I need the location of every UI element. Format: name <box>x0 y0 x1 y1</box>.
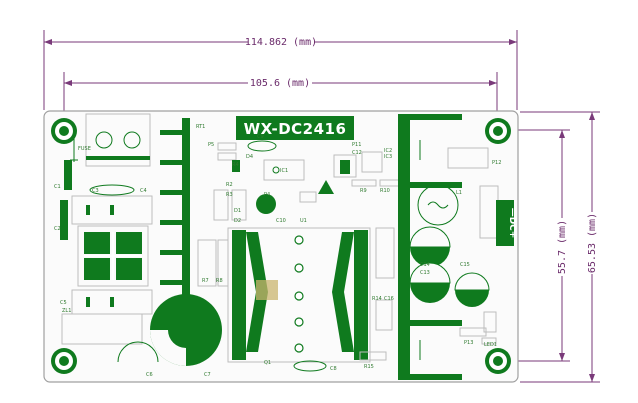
overall-height-label: 65.53 (mm) <box>587 213 598 273</box>
silk-label-r14: R14 <box>372 296 382 302</box>
bulk-capacitor <box>150 294 222 366</box>
mounting-hole-bottom-left <box>51 348 77 374</box>
hole-spacing-x-label: 105.6 (mm) <box>250 78 310 89</box>
svg-text:WX-DC2416: WX-DC2416 <box>244 120 347 138</box>
silk-label-ic3: IC3 <box>384 154 392 160</box>
dimension-overall-height: 65.53 (mm) <box>520 111 600 383</box>
silk-label-c16: C16 <box>384 296 394 302</box>
silk-label-l1: L1 <box>456 190 462 196</box>
common-mode-choke <box>77 225 149 287</box>
silk-label-c4: C4 <box>140 188 147 194</box>
silk-label-c9: C9 <box>257 134 264 140</box>
silk-label-p4: P4 <box>264 192 270 198</box>
silk-label-r2: R2 <box>226 182 233 188</box>
silk-label-fuse: FUSE <box>78 146 91 152</box>
output-capacitors <box>409 226 490 307</box>
silk-label-d2: D2 <box>234 218 241 224</box>
silk-label-p5: P5 <box>208 142 214 148</box>
silk-label-c2: C2 <box>54 226 61 232</box>
silk-label-ic2: IC2 <box>384 148 392 154</box>
silk-label-led1: LED1 <box>484 342 497 348</box>
silk-label-c7: C7 <box>204 372 211 378</box>
board-title: WX-DC2416 <box>236 116 354 140</box>
hole-spacing-y-label: 55.7 (mm) <box>557 220 568 274</box>
control-components <box>213 140 405 221</box>
silk-label-d4: D4 <box>246 154 253 160</box>
output-inductor <box>417 184 459 226</box>
silk-label-u1: U1 <box>300 218 307 224</box>
mounting-hole-bottom-right <box>485 348 511 374</box>
silk-label-r10: R10 <box>380 188 390 194</box>
silk-label-rt1: RT1 <box>196 124 205 130</box>
transformer-outline <box>227 227 371 363</box>
silk-label-c8: C8 <box>330 366 337 372</box>
overall-width-label: 114.862 (mm) <box>245 37 317 48</box>
output-terminal-label: —DC+ <box>507 208 517 239</box>
silk-label-c6: C6 <box>146 372 153 378</box>
silk-label-r3: R3 <box>226 192 233 198</box>
silk-label-c10: C10 <box>276 218 286 224</box>
silk-label-ic1: IC1 <box>280 168 288 174</box>
silk-label-c12: C12 <box>352 150 362 156</box>
silk-label-q1: Q1 <box>264 360 271 366</box>
silk-label-zl1: ZL1 <box>62 308 71 314</box>
silk-label-c3: C3 <box>92 188 99 194</box>
silk-label-d1: D1 <box>234 208 241 214</box>
silk-label-c14: C14 <box>420 262 430 268</box>
silk-label-r7: R7 <box>202 278 209 284</box>
silk-label-c15: C15 <box>460 262 470 268</box>
silk-label-p13: P13 <box>464 340 473 346</box>
silk-label-r15: R15 <box>364 364 374 370</box>
silk-label-r4: R4 <box>232 162 239 168</box>
mounting-hole-top-right <box>485 118 511 144</box>
fuse-holder <box>85 113 151 167</box>
mounting-hole-top-left <box>51 118 77 144</box>
silk-label-p11: P11 <box>352 142 361 148</box>
silk-label-r8: R8 <box>216 278 223 284</box>
dimension-overall-width: 114.862 (mm) <box>43 30 518 110</box>
primary-heatsink-fins <box>160 118 190 298</box>
silk-label-c13: C13 <box>420 270 430 276</box>
silk-label-r9: R9 <box>360 188 367 194</box>
silk-label-c5: C5 <box>60 300 67 306</box>
output-terminal: —DC+ <box>479 185 517 246</box>
silk-label-c1: C1 <box>54 184 61 190</box>
silk-label-p12: P12 <box>492 160 501 166</box>
